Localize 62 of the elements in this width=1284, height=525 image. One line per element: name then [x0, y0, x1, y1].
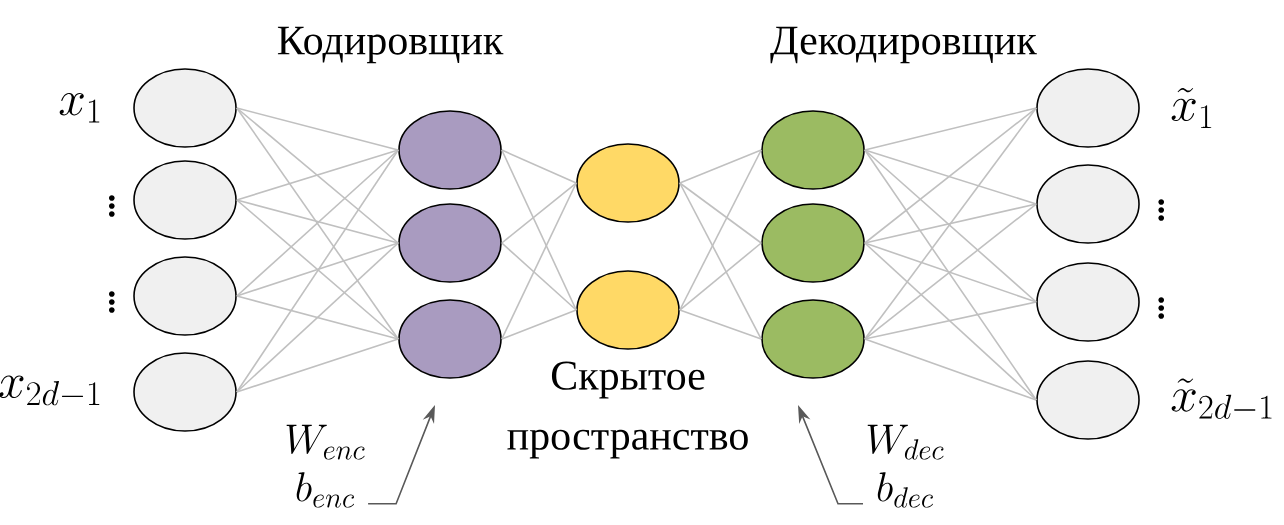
connection-line — [236, 199, 399, 244]
neuron-circle — [576, 270, 680, 350]
connection-line — [236, 107, 399, 244]
connection-line — [864, 107, 1037, 244]
neuron-circle — [761, 299, 865, 379]
variable-label: $\tilde{x}_{2d-1}$ — [1171, 378, 1272, 419]
connection-line — [864, 301, 1037, 340]
latent-space-label: Скрытое пространство — [507, 361, 748, 459]
neuron-circle — [398, 110, 502, 190]
connection-line — [864, 203, 1037, 340]
connection-line — [864, 242, 1037, 401]
connection-line — [679, 149, 762, 311]
connection-line — [236, 107, 399, 151]
connection-line — [679, 149, 762, 184]
connection-line — [236, 242, 399, 297]
connection-line — [236, 338, 399, 393]
connection-line — [679, 242, 762, 311]
neuron-circle — [576, 143, 680, 223]
connection-line — [236, 149, 399, 201]
connection-line — [501, 242, 577, 311]
connection-line — [679, 182, 762, 340]
neuron-circle — [133, 68, 237, 148]
connection-line — [236, 295, 399, 340]
connection-line — [501, 149, 577, 311]
ellipsis-dots: $\vdots$ — [108, 291, 115, 313]
connection-line — [679, 182, 762, 244]
connection-line — [864, 149, 1037, 205]
neuron-circle — [1036, 360, 1140, 440]
neuron-circle — [133, 352, 237, 432]
ellipsis-dots: $\vdots$ — [1158, 199, 1165, 221]
connection-line — [501, 149, 577, 184]
neuron-circle — [1036, 68, 1140, 148]
neuron-circle — [133, 256, 237, 336]
neuron-circle — [1036, 164, 1140, 244]
connection-line — [864, 338, 1037, 401]
neuron-circle — [398, 299, 502, 379]
connection-line — [864, 107, 1037, 340]
neuron-circle — [761, 110, 865, 190]
variable-label: $\tilde{x}_1$ — [1171, 87, 1212, 129]
neuron-circle — [398, 203, 502, 283]
connection-line — [236, 149, 399, 297]
connection-line — [236, 199, 399, 340]
connection-line — [236, 242, 399, 393]
ellipsis-dots: $\vdots$ — [1158, 297, 1165, 319]
layer-title: Декодировщик — [770, 26, 1037, 64]
connection-line — [864, 107, 1037, 151]
ellipsis-dots: $\vdots$ — [108, 195, 115, 217]
layer-title: Кодировщик — [277, 26, 504, 64]
weight-label: $W_{enc}$ $b_{enc}$ — [286, 424, 365, 508]
connection-line — [679, 309, 762, 340]
connection-line — [501, 182, 577, 244]
neuron-circle — [1036, 262, 1140, 342]
weight-label: $W_{dec}$ $b_{dec}$ — [867, 424, 944, 508]
variable-label: $x_{2d-1}$ — [0, 375, 100, 406]
connection-line — [501, 182, 577, 340]
neuron-circle — [133, 160, 237, 240]
connection-line — [864, 149, 1037, 303]
connection-line — [864, 203, 1037, 244]
connection-line — [501, 309, 577, 340]
neuron-circle — [761, 203, 865, 283]
connection-line — [864, 242, 1037, 303]
variable-label: $x_1$ — [59, 93, 100, 123]
